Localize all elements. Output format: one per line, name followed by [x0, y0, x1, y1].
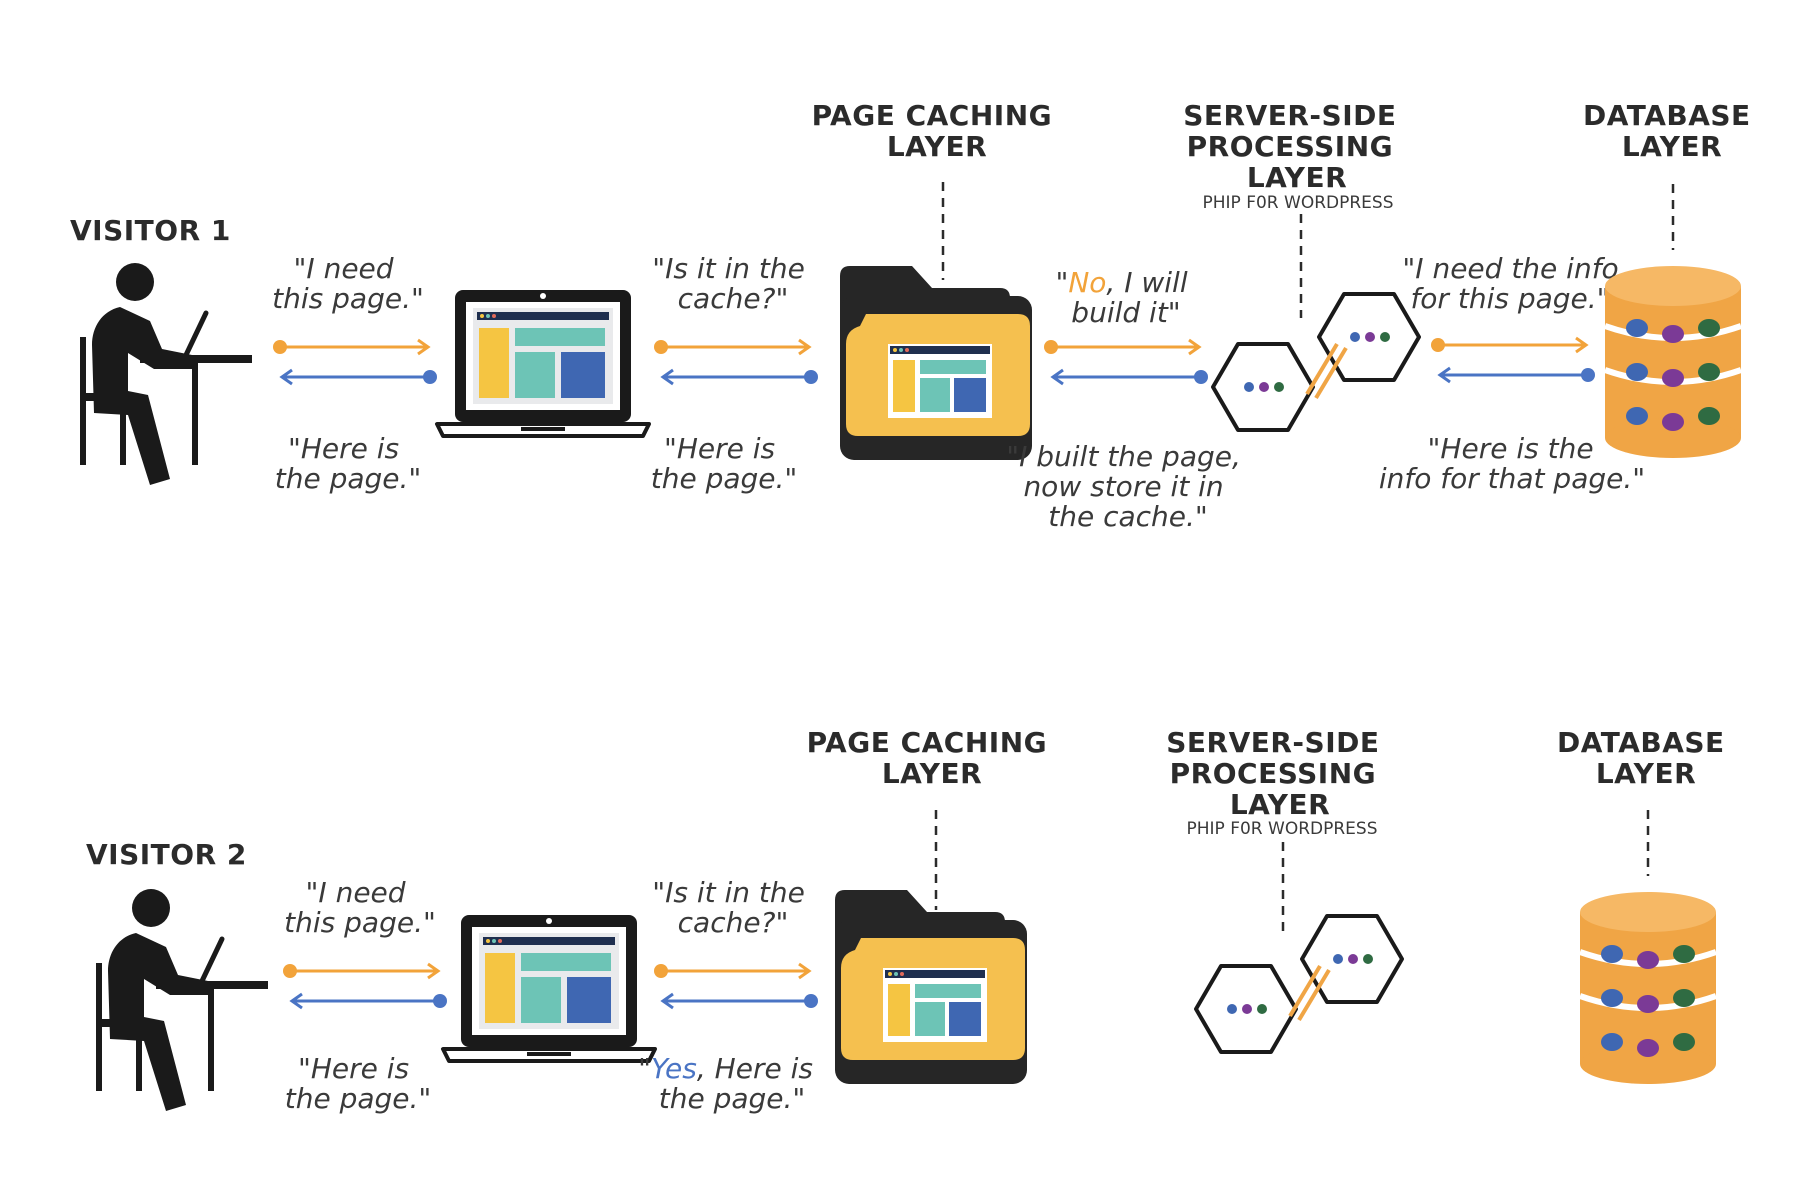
server-hexagons-icon: [1211, 292, 1421, 432]
cache-response-text: "Here is the page.": [651, 432, 798, 495]
server-side-layer-title: SERVER-SIDE PROCESSING LAYER: [1183, 99, 1407, 194]
cache-folder-icon: [835, 890, 1027, 1084]
server-store-text: "I built the page, now store it in the c…: [1006, 440, 1250, 533]
visitor-2-label: VISITOR 2: [86, 838, 247, 871]
response-page-text: "Here is the page.": [275, 432, 422, 495]
arrows-laptop-cache: [652, 962, 820, 1010]
cache-response-text: "Yes, Here is the page.": [638, 1052, 822, 1115]
database-layer-title: DATABASE LAYER: [1557, 726, 1735, 790]
cache-query-text: "Is it in the cache?": [652, 252, 814, 315]
person-at-desk-icon: [80, 263, 252, 485]
database-icon: [1605, 266, 1741, 458]
row-visitor-2: VISITOR 2 "I need this page." "Here is t…: [86, 726, 1735, 1115]
laptop-icon: [435, 288, 651, 438]
server-side-layer-title: SERVER-SIDE PROCESSING LAYER: [1166, 726, 1390, 821]
page-caching-layer-title: PAGE CACHING LAYER: [812, 99, 1063, 163]
server-side-subtitle: PHIP F0R WORDPRESS: [1187, 819, 1378, 839]
database-query-text: "I need the info for this page.": [1402, 252, 1627, 315]
database-layer-title: DATABASE LAYER: [1583, 99, 1761, 163]
laptop-icon: [441, 913, 657, 1063]
database-icon: [1580, 892, 1716, 1084]
arrows-cache-server: [1042, 338, 1210, 386]
visitor-1-label: VISITOR 1: [70, 214, 231, 247]
arrows-visitor-laptop: [281, 962, 449, 1010]
cache-query-text: "Is it in the cache?": [652, 876, 814, 939]
database-response-text: "Here is the info for that page.": [1379, 432, 1645, 495]
arrows-laptop-cache: [652, 338, 820, 386]
server-side-subtitle: PHIP F0R WORDPRESS: [1203, 193, 1394, 213]
row-visitor-1: VISITOR 1 "I need this page." "Here is t…: [70, 99, 1761, 533]
arrows-visitor-laptop: [271, 338, 439, 386]
arrows-server-database: [1429, 336, 1597, 384]
page-caching-layer-title: PAGE CACHING LAYER: [807, 726, 1058, 790]
person-at-desk-icon: [96, 889, 268, 1111]
cache-folder-icon: [840, 266, 1032, 460]
response-page-text: "Here is the page.": [285, 1052, 432, 1115]
request-page-text: "I need this page.": [284, 876, 436, 939]
server-hexagons-icon: [1194, 914, 1404, 1054]
server-build-text: "No, I will build it": [1055, 266, 1196, 329]
request-page-text: "I need this page.": [272, 252, 424, 315]
